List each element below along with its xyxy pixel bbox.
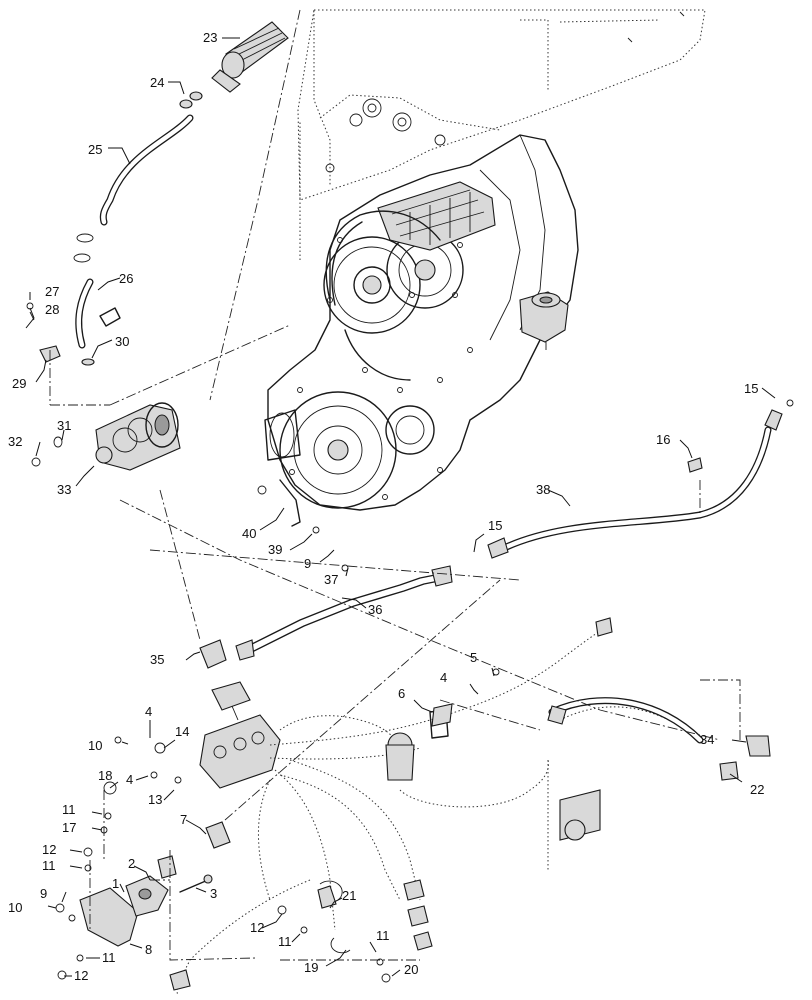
bracket-assembly bbox=[79, 703, 453, 954]
transmission-housing bbox=[264, 134, 579, 511]
callout-22: 23 bbox=[203, 30, 217, 45]
fasteners bbox=[55, 668, 500, 983]
callout-40: 40 bbox=[242, 526, 256, 541]
callout-35: 35 bbox=[150, 652, 164, 667]
callout-39: 39 bbox=[268, 542, 282, 557]
callout-12a: 12 bbox=[42, 842, 56, 857]
callout-1: 1 bbox=[112, 876, 119, 891]
callout-11b: 11 bbox=[42, 858, 56, 873]
callout-12b: 12 bbox=[74, 968, 88, 983]
callout-33: 22 bbox=[750, 782, 764, 797]
callout-27: 28 bbox=[45, 302, 59, 317]
callout-18: 18 bbox=[98, 768, 112, 783]
callout-24: 25 bbox=[88, 142, 102, 157]
callout-31: 32 bbox=[8, 434, 22, 449]
reference-lines bbox=[49, 9, 741, 961]
callout-12c: 12 bbox=[250, 920, 264, 935]
callout-11a: 11 bbox=[62, 802, 76, 817]
callout-15a: 15 bbox=[744, 381, 758, 396]
hydraulic-pump bbox=[31, 402, 181, 471]
callout-6: 6 bbox=[398, 686, 405, 701]
callout-labels: 23 24 25 26 27 28 29 30 31 32 33 15 16 3… bbox=[8, 30, 764, 983]
callout-30: 31 bbox=[57, 418, 71, 433]
callout-11d: 11 bbox=[278, 934, 292, 949]
callout-38: 38 bbox=[536, 482, 550, 497]
callout-36: 36 bbox=[368, 602, 382, 617]
callout-17: 17 bbox=[62, 820, 76, 835]
callout-4b: 4 bbox=[145, 704, 152, 719]
callout-16: 16 bbox=[656, 432, 670, 447]
callout-7: 7 bbox=[180, 812, 187, 827]
engine-outline bbox=[297, 9, 706, 260]
callout-9b: 9 bbox=[40, 886, 47, 901]
callout-15b: 15 bbox=[488, 518, 502, 533]
callout-11c: 11 bbox=[102, 950, 116, 965]
suction-assembly bbox=[26, 21, 289, 366]
callout-14: 14 bbox=[175, 724, 189, 739]
callout-37: 37 bbox=[324, 572, 338, 587]
callout-19: 19 bbox=[304, 960, 318, 975]
callout-21: 21 bbox=[342, 888, 356, 903]
control-valve bbox=[199, 681, 281, 789]
callout-29: 30 bbox=[115, 334, 129, 349]
hose-bundle bbox=[169, 617, 771, 996]
callout-20: 20 bbox=[404, 962, 418, 977]
callout-10b: 10 bbox=[8, 900, 22, 915]
callout-23: 24 bbox=[150, 75, 164, 90]
callout-4a: 4 bbox=[440, 670, 447, 685]
callout-32: 33 bbox=[57, 482, 71, 497]
leaders bbox=[25, 37, 776, 977]
callout-2: 2 bbox=[128, 856, 135, 871]
callout-4c: 4 bbox=[126, 772, 133, 787]
callout-8: 8 bbox=[145, 942, 152, 957]
callout-11e: 11 bbox=[376, 928, 390, 943]
hose-38 bbox=[487, 399, 794, 559]
callout-9a: 9 bbox=[304, 556, 311, 571]
callout-10a: 10 bbox=[88, 738, 102, 753]
callout-28: 29 bbox=[12, 376, 26, 391]
housing-marks bbox=[627, 11, 685, 43]
callout-5: 5 bbox=[470, 650, 477, 665]
tube-36 bbox=[199, 479, 453, 669]
callout-3: 3 bbox=[210, 886, 217, 901]
callout-34: 34 bbox=[700, 732, 714, 747]
callout-26: 27 bbox=[45, 284, 59, 299]
callout-25: 26 bbox=[119, 271, 133, 286]
callout-13: 13 bbox=[148, 792, 162, 807]
